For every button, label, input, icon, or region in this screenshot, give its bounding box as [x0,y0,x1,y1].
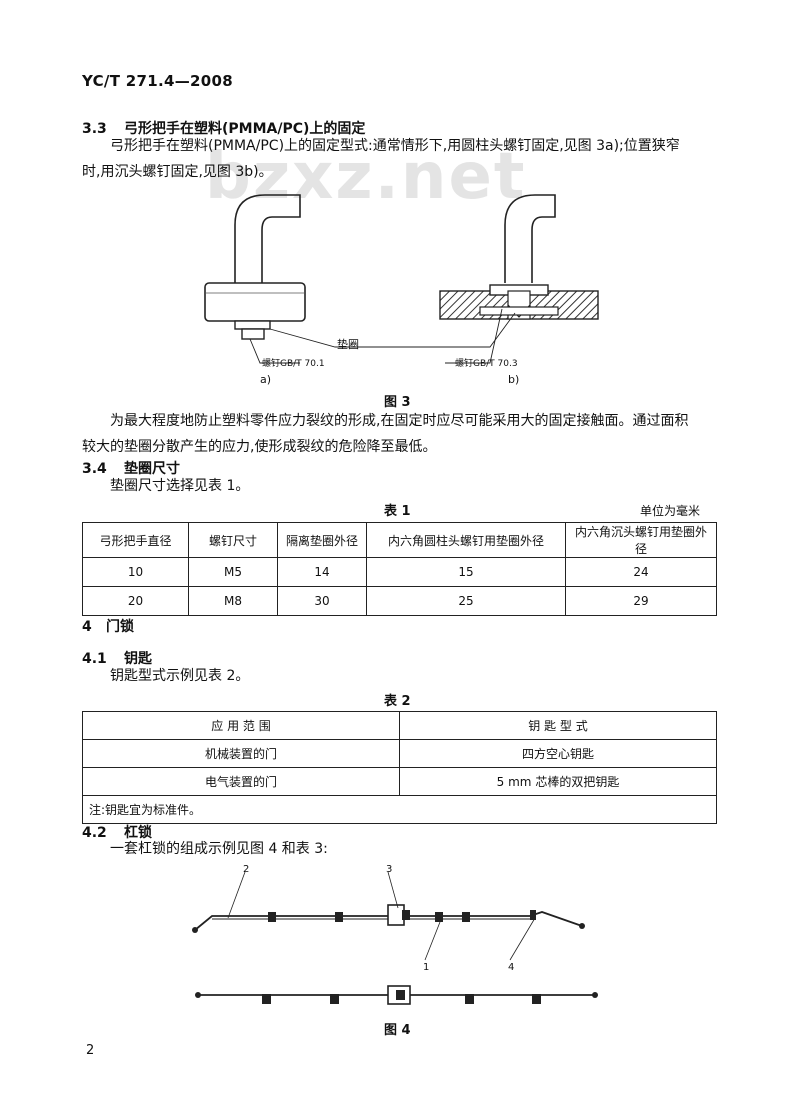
screw-head-a [241,328,265,340]
table-row: 10 M5 14 15 24 [82,557,717,587]
table-cell: M5 [188,557,278,587]
table-cell: 29 [565,586,717,616]
figure-4-drawing [192,871,598,1005]
section-title: 弓形把手在塑料(PMMA/PC)上的固定 [124,121,366,137]
table-header-cell: 弓形把手直径 [82,522,189,558]
document-header: YC/T 271.4—2008 [82,72,233,90]
table-cell: 30 [277,586,367,616]
table-header-cell: 应 用 范 围 [82,711,400,740]
table-header-cell: 螺钉尺寸 [188,522,278,558]
table-2: 应 用 范 围 钥 匙 型 式 机械装置的门 四方空心钥匙 电气装置的门 5 m… [82,711,717,824]
lock-body-upper [387,904,410,926]
callout-4: 4 [508,962,515,973]
table-cell: 电气装置的门 [82,767,400,796]
table-row: 机械装置的门 四方空心钥匙 [82,739,717,768]
table-cell: 24 [565,557,717,587]
table-1-title: 表 1 [384,504,411,519]
table-cell: 5 mm 芯棒的双把钥匙 [399,767,717,796]
callout-3: 3 [386,864,393,875]
section-number: 4.2 [82,825,107,841]
subfig-a-label: a) [260,373,272,386]
figure-4-caption: 图 4 [384,1023,411,1038]
table-cell: 15 [366,557,566,587]
section-title: 垫圈尺寸 [124,461,180,477]
section-4-heading: 4 门锁 [82,616,134,636]
table-cell: 20 [82,586,189,616]
table-header-row: 应 用 范 围 钥 匙 型 式 [82,711,717,740]
table-cell: 14 [277,557,367,587]
table-header-row: 弓形把手直径 螺钉尺寸 隔离垫圈外径 内六角圆柱头螺钉用垫圈外径 内六角沉头螺钉… [82,522,717,558]
table-header-cell: 内六角沉头螺钉用垫圈外径 [565,522,717,558]
section-4-2-heading: 4.2 杠锁 [82,822,152,842]
section-number: 4.1 [82,651,107,667]
screw-label-b: 螺钉GB/T 70.3 [455,359,518,369]
section-title: 门锁 [106,619,134,635]
section-title: 钥匙 [124,651,152,667]
table-cell: 10 [82,557,189,587]
table-header-cell: 内六角圆柱头螺钉用垫圈外径 [366,522,566,558]
gasket-label: 垫圈 [337,338,359,351]
table-header-cell: 隔离垫圈外径 [277,522,367,558]
section-4-2-intro: 一套杠锁的组成示例见图 4 和表 3: [110,841,328,857]
table-cell: 四方空心钥匙 [399,739,717,768]
section-number: 3.4 [82,461,107,477]
page-number: 2 [86,1043,95,1058]
table-cell: M8 [188,586,278,616]
section-3-4-heading: 3.4 垫圈尺寸 [82,458,180,478]
watermark: bzxz.net [205,140,527,214]
screw-label-a: 螺钉GB/T 70.1 [262,359,325,369]
section-3-3-line-2: 时,用沉头螺钉固定,见图 3b)。 [82,164,273,180]
table-cell: 机械装置的门 [82,739,400,768]
table-1: 弓形把手直径 螺钉尺寸 隔离垫圈外径 内六角圆柱头螺钉用垫圈外径 内六角沉头螺钉… [82,522,717,616]
table-cell: 25 [366,586,566,616]
lock-body-lower [387,985,411,1005]
handle-a [234,194,301,283]
section-3-3-line-1: 弓形把手在塑料(PMMA/PC)上的固定型式:通常情形下,用圆柱头螺钉固定,见图… [110,138,680,154]
handle-base-a [204,282,306,322]
callout-1: 1 [423,962,430,973]
handle-b [504,194,556,283]
table-note-row: 注:钥匙宜为标准件。 [82,795,717,824]
table-2-title: 表 2 [384,694,411,709]
section-4-1-heading: 4.1 钥匙 [82,648,152,668]
gasket-a [234,320,271,330]
section-number: 3.3 [82,121,107,137]
table-row: 20 M8 30 25 29 [82,586,717,616]
subfig-b-label: b) [508,373,520,386]
table-header-cell: 钥 匙 型 式 [399,711,717,740]
section-number: 4 [82,619,92,635]
callout-2: 2 [243,864,250,875]
section-4-1-intro: 钥匙型式示例见表 2。 [110,668,250,684]
figure-3-drawing [204,194,599,364]
section-3-3-heading: 3.3 弓形把手在塑料(PMMA/PC)上的固定 [82,118,365,138]
section-title: 杠锁 [124,825,152,841]
figure-3-caption: 图 3 [384,395,411,410]
section-3-4-intro: 垫圈尺寸选择见表 1。 [110,478,250,494]
paragraph-2-line-2: 较大的垫圈分散产生的应力,使形成裂纹的危险降至最低。 [82,439,437,455]
table-1-unit: 单位为毫米 [640,504,701,518]
table-note: 注:钥匙宜为标准件。 [82,795,717,824]
gasket-b [479,306,559,316]
table-row: 电气装置的门 5 mm 芯棒的双把钥匙 [82,767,717,796]
paragraph-2-line-1: 为最大程度地防止塑料零件应力裂纹的形成,在固定时应尽可能采用大的固定接触面。通过… [110,413,689,429]
